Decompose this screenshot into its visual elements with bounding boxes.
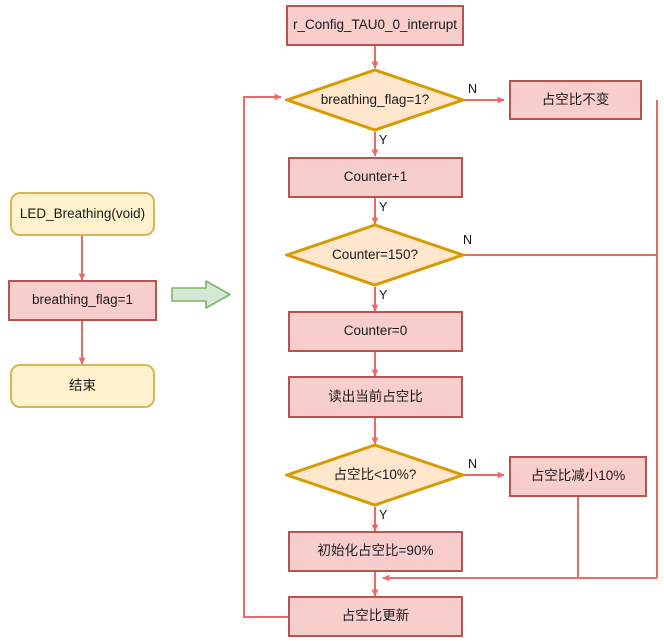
node-label: 占空比减小10% [530, 468, 626, 484]
node-label: Counter=150? [332, 246, 418, 262]
node-label: 占空比<10%? [333, 466, 417, 482]
node-label: r_Config_TAU0_0_interrupt [292, 17, 458, 33]
diamond-shape [285, 223, 465, 287]
node-label: 占空比不变 [541, 91, 610, 107]
node-label: 初始化占空比=90% [317, 543, 434, 559]
edge-label-n-duty-lt-10: N [468, 457, 478, 471]
node-isr-entry[interactable]: r_Config_TAU0_0_interrupt [286, 5, 464, 46]
node-duty-unchanged[interactable]: 占空比不变 [509, 80, 642, 120]
node-label: breathing_flag=1? [320, 91, 430, 107]
node-duty-decrease-10[interactable]: 占空比减小10% [509, 456, 647, 497]
diamond-shape [285, 443, 465, 507]
green-arrow-icon [171, 280, 231, 309]
edge-label-y-duty-lt-10: Y [379, 508, 388, 522]
edge-label-y-breathing-flag: Y [379, 133, 388, 147]
node-duty-init-90[interactable]: 初始化占空比=90% [288, 531, 463, 572]
node-decision-breathing-flag[interactable]: breathing_flag=1? [285, 68, 465, 132]
node-breathing-flag-set[interactable]: breathing_flag=1 [8, 280, 157, 321]
node-decision-counter-150[interactable]: Counter=150? [285, 223, 465, 287]
edge-label-y-counter-inc: Y [379, 200, 388, 214]
edge-label-y-counter-150: Y [379, 288, 388, 302]
diamond-shape [285, 68, 465, 132]
node-label: 占空比更新 [341, 608, 410, 624]
node-led-breathing-start[interactable]: LED_Breathing(void) [10, 192, 155, 236]
node-duty-update[interactable]: 占空比更新 [288, 596, 463, 637]
node-label: Counter+1 [343, 169, 408, 185]
node-label: Counter=0 [343, 323, 408, 339]
node-decision-duty-lt-10[interactable]: 占空比<10%? [285, 443, 465, 507]
node-label: breathing_flag=1 [32, 292, 133, 308]
node-counter-reset[interactable]: Counter=0 [288, 311, 463, 352]
edge-label-n-counter-150: N [463, 233, 473, 247]
node-counter-increment[interactable]: Counter+1 [288, 157, 463, 198]
node-end[interactable]: 结束 [10, 364, 155, 408]
edge-label-n-breathing-flag: N [468, 82, 478, 96]
node-label: 读出当前占空比 [328, 388, 423, 404]
node-read-current-duty[interactable]: 读出当前占空比 [288, 376, 463, 418]
node-label: LED_Breathing(void) [19, 205, 146, 221]
node-label: 结束 [69, 377, 96, 393]
wire-feedback-loop [243, 93, 288, 618]
